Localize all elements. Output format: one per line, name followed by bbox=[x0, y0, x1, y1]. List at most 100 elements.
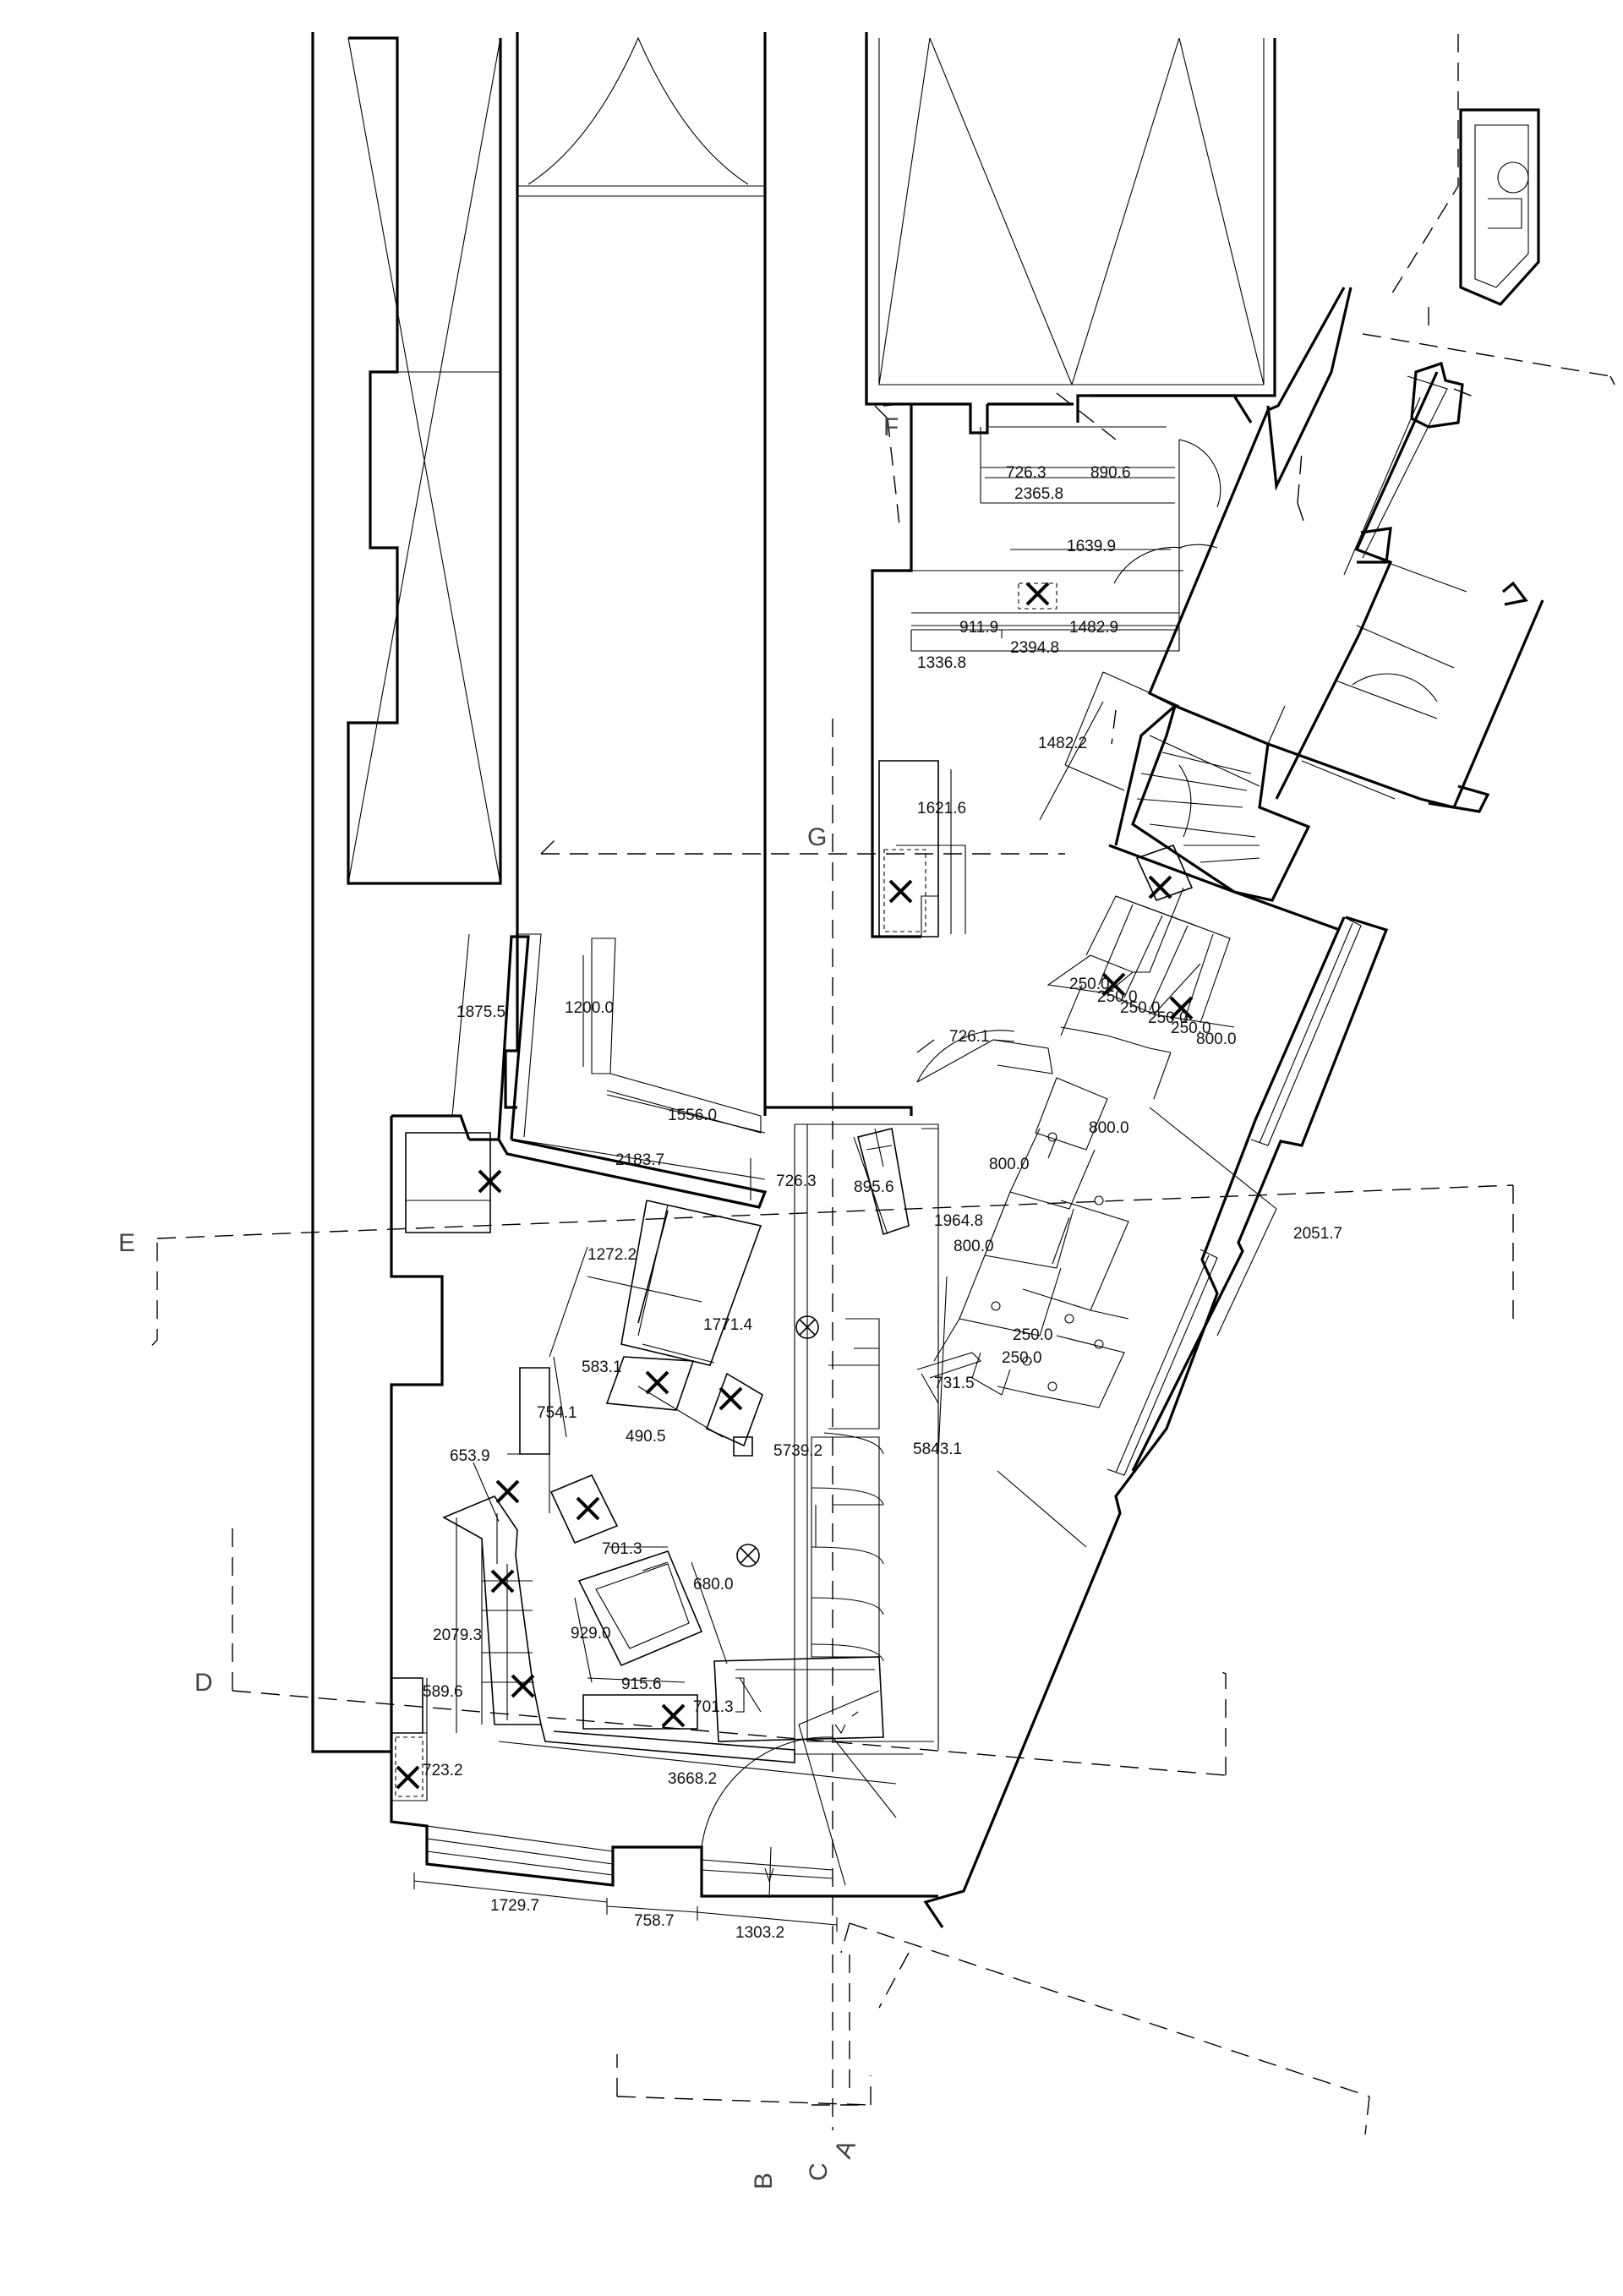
marker-x bbox=[888, 879, 913, 904]
marker-x bbox=[495, 1479, 520, 1504]
marker-x bbox=[511, 1674, 535, 1698]
dim-label: 680.0 bbox=[693, 1576, 734, 1594]
marker-x bbox=[661, 1703, 686, 1728]
upper-cabinets bbox=[878, 760, 1194, 938]
section-label-c: C bbox=[805, 2162, 833, 2181]
dim-label: 1771.4 bbox=[703, 1316, 753, 1334]
dim-label: 1639.9 bbox=[1067, 538, 1116, 555]
light-fixture-icon bbox=[736, 1544, 760, 1567]
dim-label: 1482.2 bbox=[1038, 735, 1087, 752]
dim-label: 800.0 bbox=[1089, 1119, 1129, 1137]
bottom-left-cabinet bbox=[391, 1677, 428, 1801]
bottom-windows bbox=[426, 1825, 833, 1879]
dim-label: 1729.7 bbox=[490, 1897, 539, 1915]
dim-label: 250.0 bbox=[1171, 1020, 1211, 1037]
dim-label: 1964.8 bbox=[934, 1212, 983, 1230]
dim-label: 731.5 bbox=[934, 1375, 975, 1392]
dim-label: 726.1 bbox=[949, 1028, 990, 1046]
marker-x bbox=[645, 1370, 669, 1395]
left-building-outline bbox=[311, 32, 868, 1753]
long-booth bbox=[713, 1318, 884, 1742]
lounge-chairs bbox=[549, 1356, 763, 1544]
dim-label: 701.3 bbox=[693, 1698, 734, 1716]
dim-label: 890.6 bbox=[1090, 464, 1131, 482]
dim-label: 723.2 bbox=[423, 1762, 463, 1779]
marker-x bbox=[1025, 582, 1050, 606]
top-right-bay bbox=[865, 37, 1276, 435]
light-fixture-icon bbox=[795, 1315, 819, 1339]
left-void-box bbox=[347, 36, 502, 885]
dim-label: 726.3 bbox=[1006, 464, 1046, 482]
marker-x bbox=[576, 1496, 600, 1521]
marker-x-group bbox=[396, 582, 1194, 1790]
sofa-top-left bbox=[405, 1132, 491, 1233]
dim-label: 583.1 bbox=[582, 1358, 622, 1376]
marker-x bbox=[719, 1386, 743, 1411]
right-diagonal-wing bbox=[1267, 361, 1544, 813]
dim-label: 5739.2 bbox=[773, 1442, 822, 1460]
section-label-a: A bbox=[829, 2136, 861, 2162]
marker-x bbox=[1148, 875, 1172, 899]
dim-label: 800.0 bbox=[954, 1238, 994, 1255]
dim-label: 915.6 bbox=[621, 1676, 662, 1693]
armchair bbox=[577, 1550, 703, 1667]
dim-label: 5843.1 bbox=[913, 1440, 962, 1458]
upper-room-doors bbox=[1113, 439, 1221, 584]
dim-label: 1200.0 bbox=[565, 999, 614, 1017]
dim-label: 1621.6 bbox=[917, 800, 966, 817]
dim-label: 929.0 bbox=[571, 1625, 611, 1643]
section-label-g: G bbox=[807, 823, 827, 851]
dim-label: 1303.2 bbox=[735, 1924, 784, 1942]
dim-label: 250.0 bbox=[1013, 1326, 1053, 1344]
dim-label: 1336.8 bbox=[917, 654, 966, 672]
dim-label: 3668.2 bbox=[668, 1770, 717, 1788]
dim-label: 2183.7 bbox=[615, 1151, 664, 1169]
section-label-e: E bbox=[118, 1229, 135, 1257]
stair-door bbox=[916, 1030, 1015, 1083]
dim-label: 490.5 bbox=[626, 1428, 666, 1446]
dim-label: 589.6 bbox=[423, 1683, 463, 1701]
dim-label: 758.7 bbox=[634, 1912, 675, 1930]
dimension-lines bbox=[413, 467, 1277, 1932]
spiral-stair bbox=[1064, 671, 1455, 902]
section-label-b: B bbox=[750, 2173, 778, 2189]
dim-label: 726.3 bbox=[776, 1173, 817, 1190]
dim-label: 895.6 bbox=[854, 1178, 894, 1196]
marker-x bbox=[396, 1765, 420, 1790]
right-windows bbox=[1107, 916, 1362, 1476]
marker-x bbox=[1169, 996, 1194, 1020]
dim-label: 2051.7 bbox=[1293, 1225, 1342, 1243]
dim-label: 701.3 bbox=[602, 1540, 642, 1558]
wc-fragment bbox=[1459, 108, 1540, 306]
middle-corridor bbox=[504, 36, 765, 1109]
dim-label: 250.0 bbox=[1120, 999, 1161, 1017]
dim-label: 1272.2 bbox=[587, 1246, 637, 1264]
dim-label: 250.0 bbox=[1069, 976, 1110, 993]
dim-label: 1556.0 bbox=[668, 1107, 717, 1124]
dimension-labels: 726.3 890.6 2365.8 1639.9 911.9 1482.9 2… bbox=[423, 464, 1342, 1942]
marker-x bbox=[478, 1169, 502, 1194]
dim-label: 2394.8 bbox=[1010, 639, 1059, 657]
section-letter-labels: F G E D A B C bbox=[118, 413, 899, 2189]
dim-label: 1875.5 bbox=[456, 1003, 505, 1021]
entrance-doors bbox=[701, 1690, 897, 1899]
dim-label: 1482.9 bbox=[1069, 619, 1118, 637]
ceiling-lights bbox=[736, 1315, 819, 1567]
right-exterior-wall bbox=[923, 287, 1389, 1928]
section-label-f: F bbox=[883, 413, 899, 441]
dim-label: 2079.3 bbox=[433, 1626, 482, 1644]
section-label-d: D bbox=[194, 1669, 213, 1697]
dim-label: 800.0 bbox=[1196, 1030, 1237, 1048]
dim-label: 250.0 bbox=[1002, 1349, 1042, 1367]
marker-x bbox=[1101, 972, 1126, 997]
dim-label: 800.0 bbox=[989, 1156, 1030, 1173]
dim-label: 250.0 bbox=[1097, 988, 1138, 1006]
dim-label: 250.0 bbox=[1148, 1009, 1189, 1027]
dim-label: 911.9 bbox=[959, 619, 998, 637]
section-lines bbox=[145, 34, 1615, 2135]
curved-bench bbox=[442, 1367, 550, 1725]
angled-sofa bbox=[620, 1200, 762, 1366]
dim-label: 653.9 bbox=[450, 1447, 490, 1465]
marker-x bbox=[490, 1569, 515, 1594]
dim-label: 2365.8 bbox=[1014, 485, 1063, 503]
